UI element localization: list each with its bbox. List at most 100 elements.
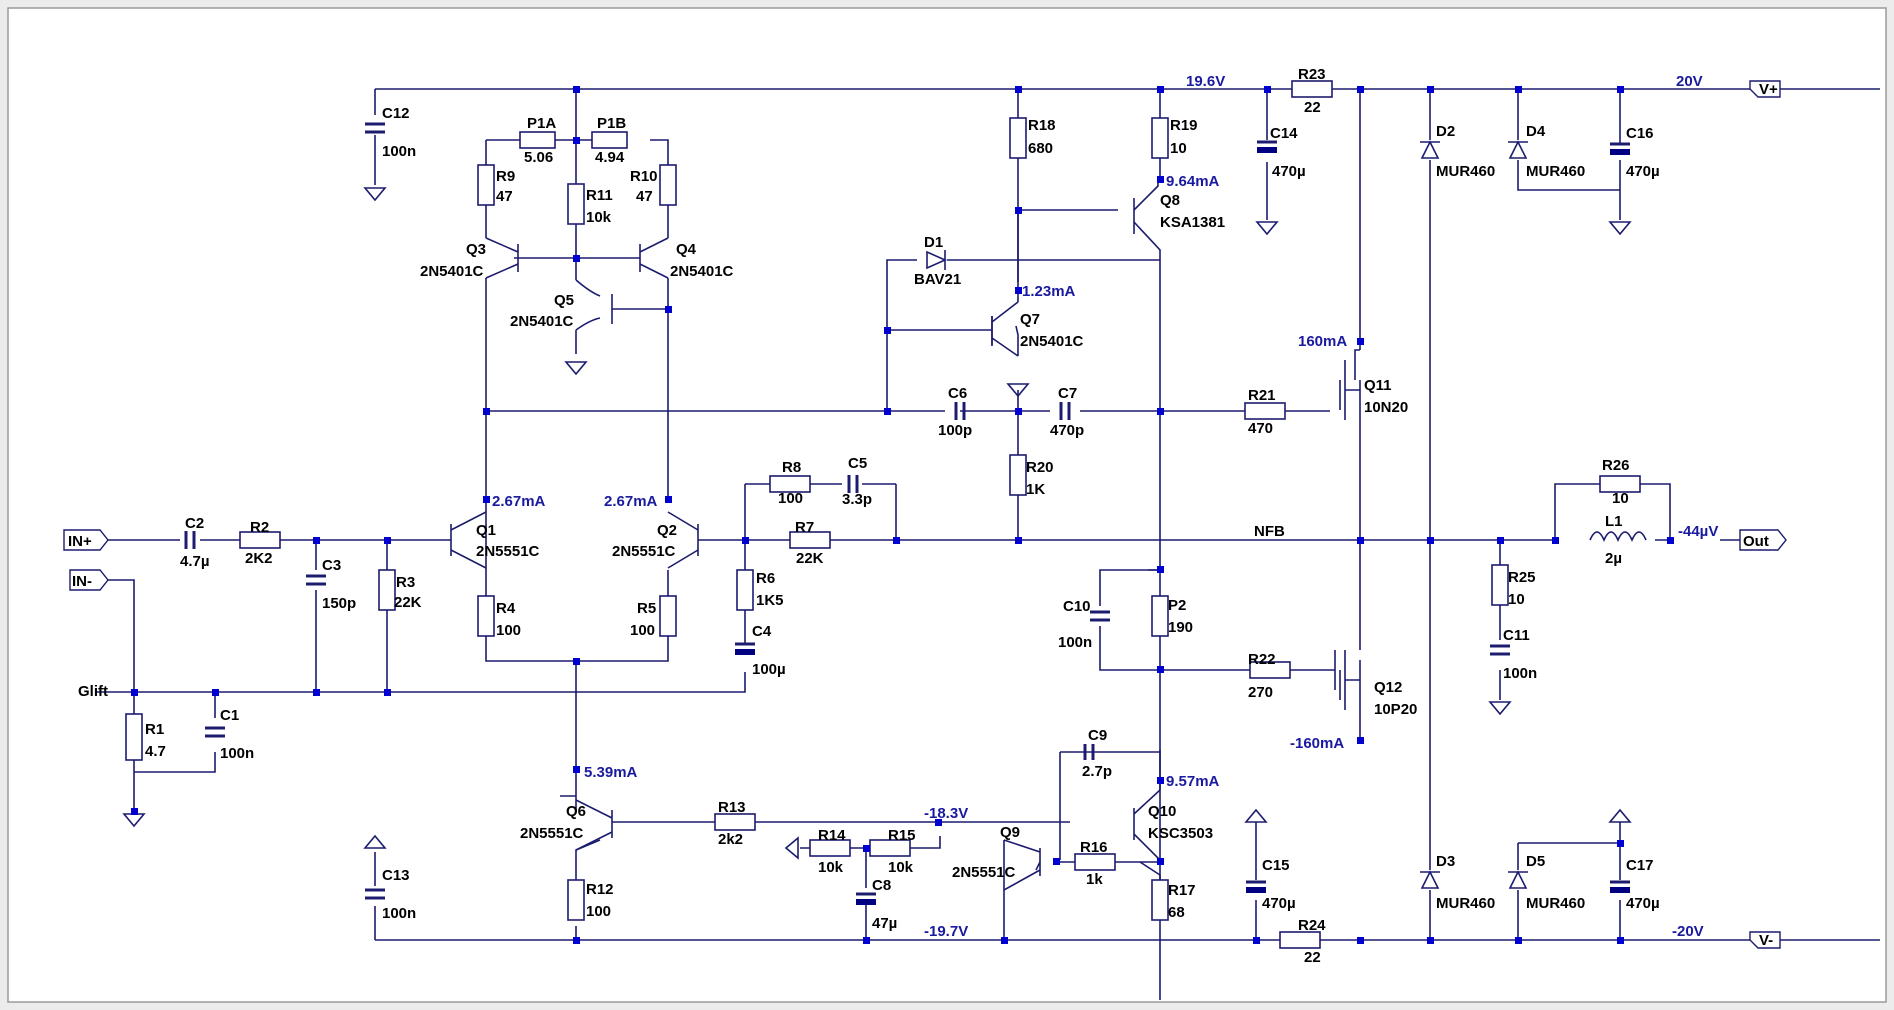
value-d2: MUR460 bbox=[1436, 163, 1495, 180]
value-p1b: 4.94 bbox=[595, 149, 625, 166]
label-q7: Q7 bbox=[1020, 311, 1040, 328]
value-r15: 10k bbox=[888, 859, 914, 876]
label-glift: Glift bbox=[78, 683, 108, 700]
label-c2: C2 bbox=[185, 515, 204, 532]
value-r11: 10k bbox=[586, 209, 612, 226]
value-r6: 1K5 bbox=[756, 592, 784, 609]
label-c12: C12 bbox=[382, 105, 410, 122]
label-r4: R4 bbox=[496, 600, 516, 617]
value-r3: 22K bbox=[394, 594, 422, 611]
label-r22: R22 bbox=[1248, 651, 1276, 668]
value-q1: 2N5551C bbox=[476, 543, 540, 560]
value-c5: 3.3p bbox=[842, 491, 872, 508]
value-q4: 2N5401C bbox=[670, 263, 734, 280]
annot-neg160ma: -160mA bbox=[1290, 735, 1344, 752]
label-q8: Q8 bbox=[1160, 192, 1180, 209]
annot-out-v: -44µV bbox=[1678, 523, 1718, 540]
label-c17: C17 bbox=[1626, 857, 1654, 874]
label-r18: R18 bbox=[1028, 117, 1056, 134]
value-d3: MUR460 bbox=[1436, 895, 1495, 912]
value-c16: 470µ bbox=[1626, 163, 1660, 180]
label-r15: R15 bbox=[888, 827, 916, 844]
label-r12: R12 bbox=[586, 881, 614, 898]
label-r16: R16 bbox=[1080, 839, 1108, 856]
annot-2-67ma-q2: 2.67mA bbox=[604, 493, 658, 510]
label-r6: R6 bbox=[756, 570, 775, 587]
value-r13: 2k2 bbox=[718, 831, 743, 848]
value-r4: 100 bbox=[496, 622, 521, 639]
label-q6: Q6 bbox=[566, 803, 586, 820]
label-r5: R5 bbox=[637, 600, 656, 617]
label-r1: R1 bbox=[145, 721, 164, 738]
value-r23: 22 bbox=[1304, 99, 1321, 116]
value-q5: 2N5401C bbox=[510, 313, 574, 330]
label-q1: Q1 bbox=[476, 522, 496, 539]
label-l1: L1 bbox=[1605, 513, 1623, 530]
annot-20v: 20V bbox=[1676, 73, 1703, 90]
value-r7: 22K bbox=[796, 550, 824, 567]
label-r20: R20 bbox=[1026, 459, 1054, 476]
annot-9-57ma: 9.57mA bbox=[1166, 773, 1220, 790]
value-r25: 10 bbox=[1508, 591, 1525, 608]
annot-9-64ma: 9.64mA bbox=[1166, 173, 1220, 190]
label-c3: C3 bbox=[322, 557, 341, 574]
value-c1: 100n bbox=[220, 745, 254, 762]
label-c4: C4 bbox=[752, 623, 772, 640]
value-r21: 470 bbox=[1248, 420, 1273, 437]
value-q12: 10P20 bbox=[1374, 701, 1417, 718]
value-r19: 10 bbox=[1170, 140, 1187, 157]
value-r16: 1k bbox=[1086, 871, 1103, 888]
value-d5: MUR460 bbox=[1526, 895, 1585, 912]
capacitors bbox=[184, 122, 1630, 905]
ports bbox=[63, 80, 1787, 949]
value-r10: 47 bbox=[636, 188, 653, 205]
label-r3: R3 bbox=[396, 574, 415, 591]
value-r20: 1K bbox=[1026, 481, 1045, 498]
value-c6: 100p bbox=[938, 422, 972, 439]
label-d2: D2 bbox=[1436, 123, 1455, 140]
value-q7: 2N5401C bbox=[1020, 333, 1084, 350]
value-q8: KSA1381 bbox=[1160, 214, 1225, 231]
port-v-minus: V- bbox=[1759, 932, 1773, 949]
label-r11: R11 bbox=[586, 187, 613, 204]
port-in-minus: IN- bbox=[72, 573, 92, 590]
label-q9: Q9 bbox=[1000, 824, 1020, 841]
label-c1: C1 bbox=[220, 707, 239, 724]
value-c14: 470µ bbox=[1272, 163, 1306, 180]
label-r19: R19 bbox=[1170, 117, 1198, 134]
value-c15: 470µ bbox=[1262, 895, 1296, 912]
value-q10: KSC3503 bbox=[1148, 825, 1213, 842]
value-r24: 22 bbox=[1304, 949, 1321, 966]
value-r8: 100 bbox=[778, 490, 803, 507]
value-c7: 470p bbox=[1050, 422, 1084, 439]
label-r10: R10 bbox=[630, 168, 658, 185]
label-c10: C10 bbox=[1063, 598, 1091, 615]
value-c13: 100n bbox=[382, 905, 416, 922]
label-q5: Q5 bbox=[554, 292, 574, 309]
misc-symbols bbox=[122, 140, 1647, 889]
label-q10: Q10 bbox=[1148, 803, 1176, 820]
label-r14: R14 bbox=[818, 827, 846, 844]
label-d3: D3 bbox=[1436, 853, 1455, 870]
value-c17: 470µ bbox=[1626, 895, 1660, 912]
label-q4: Q4 bbox=[676, 241, 697, 258]
value-q6: 2N5551C bbox=[520, 825, 584, 842]
value-c8: 47µ bbox=[872, 915, 897, 932]
port-v-plus: V+ bbox=[1759, 81, 1778, 98]
label-p2: P2 bbox=[1168, 597, 1186, 614]
value-q3: 2N5401C bbox=[420, 263, 484, 280]
label-d4: D4 bbox=[1526, 123, 1546, 140]
annot-neg19-7v: -19.7V bbox=[924, 923, 968, 940]
value-q2: 2N5551C bbox=[612, 543, 676, 560]
label-q3: Q3 bbox=[466, 241, 486, 258]
value-r14: 10k bbox=[818, 859, 844, 876]
label-r25: R25 bbox=[1508, 569, 1536, 586]
label-d5: D5 bbox=[1526, 853, 1545, 870]
value-c2: 4.7µ bbox=[180, 553, 210, 570]
junctions bbox=[131, 86, 1674, 944]
label-d1: D1 bbox=[924, 234, 943, 251]
annot-160ma: 160mA bbox=[1298, 333, 1347, 350]
value-d4: MUR460 bbox=[1526, 163, 1585, 180]
label-q12: Q12 bbox=[1374, 679, 1402, 696]
